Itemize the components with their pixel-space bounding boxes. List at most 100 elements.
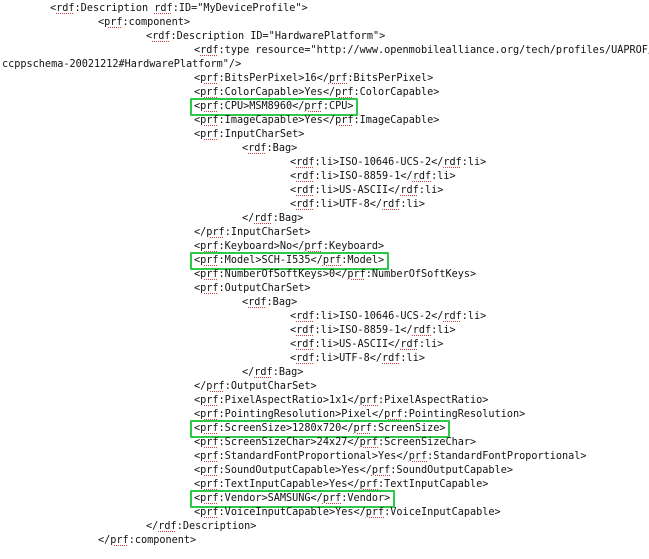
xml-line: <rdf:li>US-ASCII</rdf:li> — [290, 185, 444, 196]
namespace-prefix: rdf — [296, 311, 315, 322]
namespace-prefix: prf — [200, 493, 219, 504]
xml-line: </rdf:Bag> — [242, 367, 304, 378]
highlighted-xml-line: <prf:Vendor>SAMSUNG</prf:Vendor> — [194, 493, 391, 504]
namespace-prefix: prf — [200, 269, 219, 280]
xml-line: <prf:OutputCharSet> — [194, 283, 311, 294]
namespace-prefix: prf — [200, 409, 219, 420]
xml-line: <prf:SoundOutputCapable>Yes</prf:SoundOu… — [194, 465, 513, 476]
namespace-prefix: prf — [200, 129, 219, 140]
namespace-prefix: prf — [200, 283, 219, 294]
namespace-prefix: rdf — [400, 339, 419, 350]
namespace-prefix: rdf — [296, 171, 315, 182]
namespace-prefix: prf — [359, 479, 379, 490]
namespace-prefix: rdf — [296, 325, 315, 336]
highlighted-xml-line: <prf:ScreenSize>1280x720</prf:ScreenSize… — [194, 423, 446, 434]
namespace-prefix: rdf — [443, 311, 462, 322]
namespace-prefix: prf — [206, 381, 225, 392]
namespace-prefix: rdf — [254, 213, 273, 224]
namespace-prefix: prf — [408, 451, 428, 462]
namespace-prefix: prf — [304, 101, 323, 112]
namespace-prefix: prf — [200, 241, 219, 252]
namespace-prefix: prf — [200, 395, 219, 406]
xml-line: </rdf:Bag> — [242, 213, 304, 224]
xml-line: <rdf:li>US-ASCII</rdf:li> — [290, 339, 444, 350]
namespace-prefix: prf — [359, 437, 379, 448]
xml-line: </prf:InputCharSet> — [194, 227, 311, 238]
xml-line: <prf:component> — [98, 17, 191, 28]
namespace-prefix: rdf — [154, 3, 173, 14]
xml-line: <rdf:li>ISO-8859-1</rdf:li> — [290, 171, 456, 182]
xml-line: <prf:StandardFontProportional>Yes</prf:S… — [194, 451, 587, 462]
namespace-prefix: prf — [365, 507, 385, 518]
namespace-prefix: prf — [104, 17, 123, 28]
namespace-prefix: rdf — [400, 185, 419, 196]
namespace-prefix: rdf — [296, 353, 315, 364]
namespace-prefix: rdf — [382, 199, 401, 210]
xml-line: <prf:ImageCapable>Yes</prf:ImageCapable> — [194, 115, 440, 126]
namespace-prefix: prf — [328, 73, 348, 84]
namespace-prefix: prf — [335, 87, 354, 98]
xml-line: <rdf:type resource="http://www.openmobil… — [194, 45, 649, 56]
namespace-prefix: prf — [371, 465, 391, 476]
namespace-prefix: prf — [384, 409, 403, 420]
namespace-prefix: prf — [359, 395, 379, 406]
namespace-prefix: prf — [200, 101, 219, 112]
xml-line: <rdf:li>ISO-10646-UCS-2</rdf:li> — [290, 157, 487, 168]
namespace-prefix: prf — [322, 255, 342, 266]
xml-line: <rdf:Bag> — [242, 297, 298, 308]
namespace-prefix: prf — [200, 437, 219, 448]
namespace-prefix: prf — [200, 255, 219, 266]
namespace-prefix: rdf — [412, 325, 432, 336]
namespace-prefix: rdf — [382, 353, 401, 364]
namespace-prefix: prf — [200, 115, 219, 126]
namespace-prefix: prf — [200, 479, 219, 490]
highlighted-xml-line: <prf:CPU>MSM8960</prf:CPU> — [194, 101, 354, 112]
namespace-prefix: prf — [110, 535, 129, 546]
xml-line: <prf:Keyboard>No</prf:Keyboard> — [194, 241, 385, 252]
namespace-prefix: prf — [322, 493, 342, 504]
xml-line: </rdf:Description> — [146, 521, 257, 532]
xml-line: <rdf:li>ISO-10646-UCS-2</rdf:li> — [290, 311, 487, 322]
namespace-prefix: prf — [347, 269, 366, 280]
namespace-prefix: prf — [206, 227, 225, 238]
namespace-prefix: rdf — [296, 185, 315, 196]
xml-line: <prf:BitsPerPixel>16</prf:BitsPerPixel> — [194, 73, 434, 84]
namespace-prefix: rdf — [296, 339, 315, 350]
namespace-prefix: prf — [200, 451, 219, 462]
namespace-prefix: prf — [304, 241, 323, 252]
namespace-prefix: rdf — [412, 171, 432, 182]
namespace-prefix: rdf — [152, 31, 171, 42]
namespace-prefix: prf — [200, 507, 219, 518]
xml-line: </prf:component> — [98, 535, 197, 546]
namespace-prefix: prf — [200, 423, 219, 434]
xml-line: </prf:OutputCharSet> — [194, 381, 317, 392]
namespace-prefix: rdf — [443, 157, 462, 168]
xml-line: <prf:ColorCapable>Yes</prf:ColorCapable> — [194, 87, 440, 98]
xml-line: <prf:PixelAspectRatio>1x1</prf:PixelAspe… — [194, 395, 489, 406]
namespace-prefix: prf — [335, 115, 354, 126]
xml-line: <rdf:li>UTF-8</rdf:li> — [290, 353, 425, 364]
xml-line: <prf:NumberOfSoftKeys>0</prf:NumberOfSof… — [194, 269, 477, 280]
xml-line: <prf:InputCharSet> — [194, 129, 305, 140]
namespace-prefix: rdf — [248, 143, 267, 154]
namespace-prefix: rdf — [248, 297, 267, 308]
xml-line: <rdf:Description ID="HardwarePlatform"> — [146, 31, 386, 42]
namespace-prefix: prf — [200, 465, 219, 476]
xml-line: <prf:PointingResolution>Pixel</prf:Point… — [194, 409, 526, 420]
namespace-prefix: rdf — [56, 3, 75, 14]
namespace-prefix: rdf — [296, 157, 315, 168]
namespace-prefix: prf — [200, 73, 219, 84]
highlighted-xml-line: <prf:Model>SCH-I535</prf:Model> — [194, 255, 385, 266]
namespace-prefix: prf — [200, 87, 219, 98]
xml-line: <prf:ScreenSizeChar>24x27</prf:ScreenSiz… — [194, 437, 477, 448]
xml-line: ccppschema-20021212#HardwarePlatform"/> — [2, 59, 242, 70]
xml-line: <rdf:li>ISO-8859-1</rdf:li> — [290, 325, 456, 336]
xml-line: <prf:VoiceInputCapable>Yes</prf:VoiceInp… — [194, 507, 501, 518]
namespace-prefix: prf — [353, 423, 372, 434]
namespace-prefix: rdf — [296, 199, 315, 210]
xml-line: <prf:TextInputCapable>Yes</prf:TextInput… — [194, 479, 489, 490]
xml-line: <rdf:li>UTF-8</rdf:li> — [290, 199, 425, 210]
namespace-prefix: rdf — [158, 521, 177, 532]
namespace-prefix: rdf — [200, 45, 219, 56]
xml-line: <rdf:Description rdf:ID="MyDeviceProfile… — [50, 3, 308, 14]
